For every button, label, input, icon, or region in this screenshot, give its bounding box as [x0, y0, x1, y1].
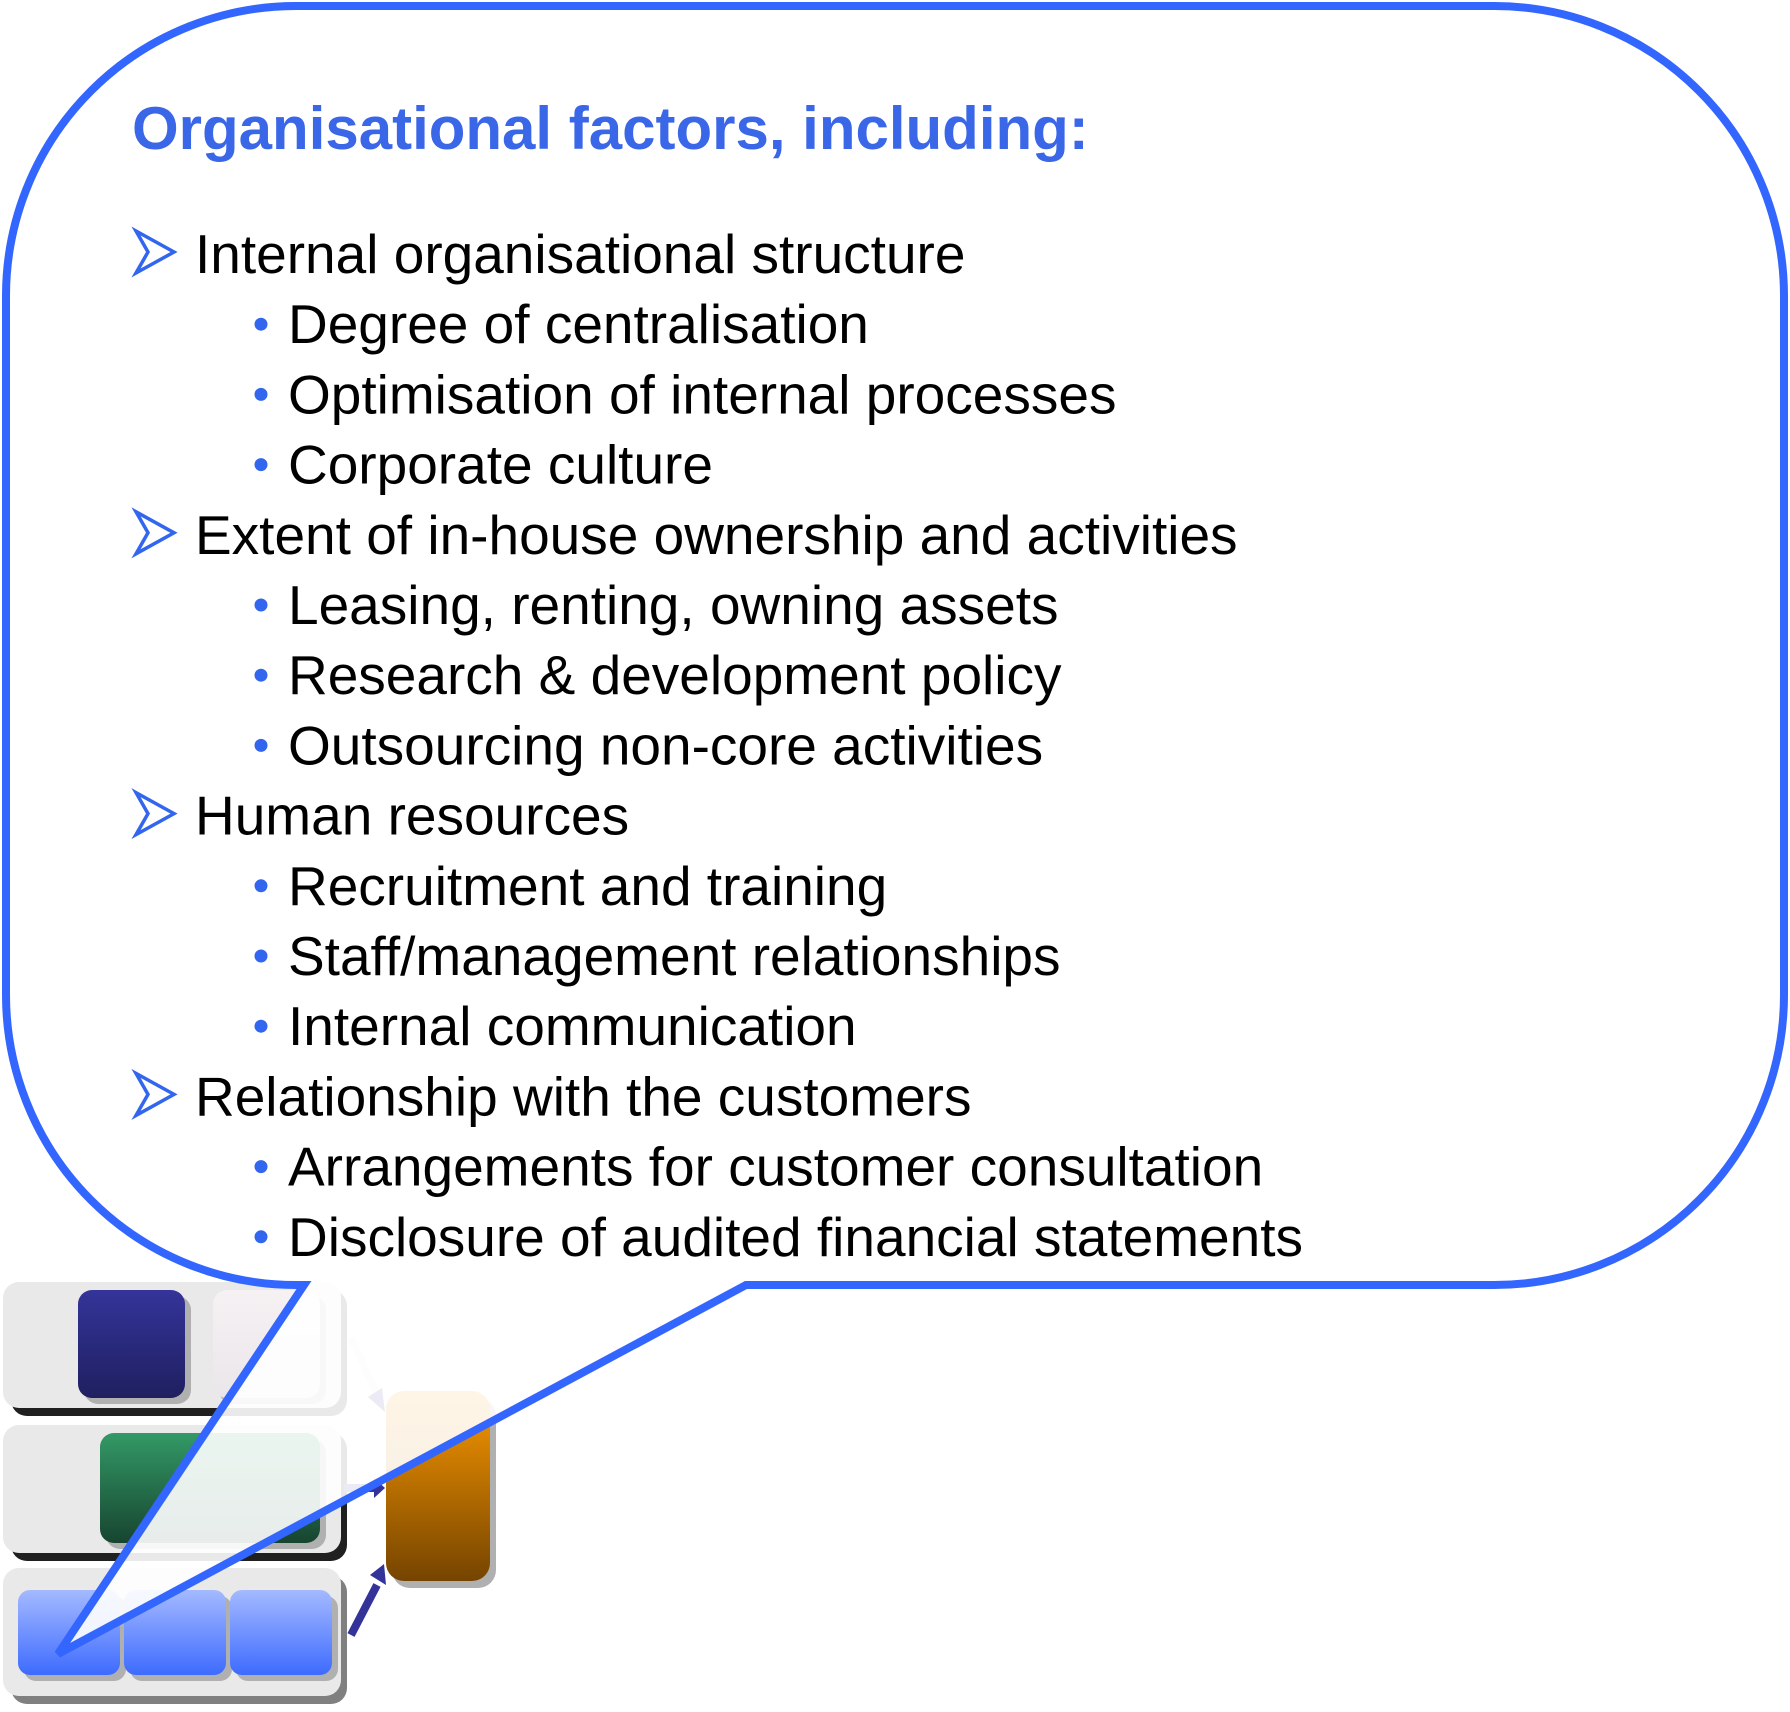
- factor-heading: Relationship with the customers: [195, 1065, 971, 1127]
- factor-item: Research & development policy: [288, 644, 1062, 706]
- factor-list: Internal organisational structureDegree …: [131, 223, 1303, 1268]
- arrow-bullet-icon: [131, 788, 178, 840]
- navy-block: [78, 1290, 185, 1398]
- factor-heading: Human resources: [195, 785, 629, 847]
- factor-item: Recruitment and training: [288, 855, 887, 917]
- bullet-icon: [254, 598, 268, 612]
- bullet-icon: [254, 317, 268, 331]
- blue-block: [230, 1590, 332, 1675]
- bullet-icon: [254, 738, 268, 752]
- factor-item: Outsourcing non-core activities: [288, 714, 1043, 776]
- factor-item: Leasing, renting, owning assets: [288, 574, 1058, 636]
- bullet-icon: [254, 668, 268, 682]
- arrow-bullet-icon: [131, 226, 178, 278]
- arrow-bullet-icon: [131, 1068, 178, 1120]
- bullet-icon: [254, 1160, 268, 1174]
- bullet-icon: [254, 879, 268, 893]
- factor-heading: Extent of in-house ownership and activit…: [195, 504, 1238, 566]
- factor-item: Optimisation of internal processes: [288, 363, 1116, 425]
- factor-item: Internal communication: [288, 995, 857, 1057]
- bullet-icon: [254, 1230, 268, 1244]
- bullet-icon: [254, 1019, 268, 1033]
- factor-heading: Internal organisational structure: [195, 223, 965, 285]
- factor-item: Disclosure of audited financial statemen…: [288, 1206, 1303, 1268]
- bullet-icon: [254, 387, 268, 401]
- factor-item: Arrangements for customer consultation: [288, 1136, 1263, 1198]
- arrow-bullet-icon: [131, 507, 178, 559]
- arrow-icon: [347, 1564, 386, 1637]
- speech-bubble: [2, 2, 1788, 1658]
- blue-block: [124, 1590, 226, 1675]
- bullet-icon: [254, 458, 268, 472]
- factor-item: Degree of centralisation: [288, 293, 869, 355]
- factor-item: Staff/management relationships: [288, 925, 1061, 987]
- bullet-icon: [254, 949, 268, 963]
- factor-item: Corporate culture: [288, 434, 713, 496]
- bubble-title: Organisational factors, including:: [132, 95, 1089, 162]
